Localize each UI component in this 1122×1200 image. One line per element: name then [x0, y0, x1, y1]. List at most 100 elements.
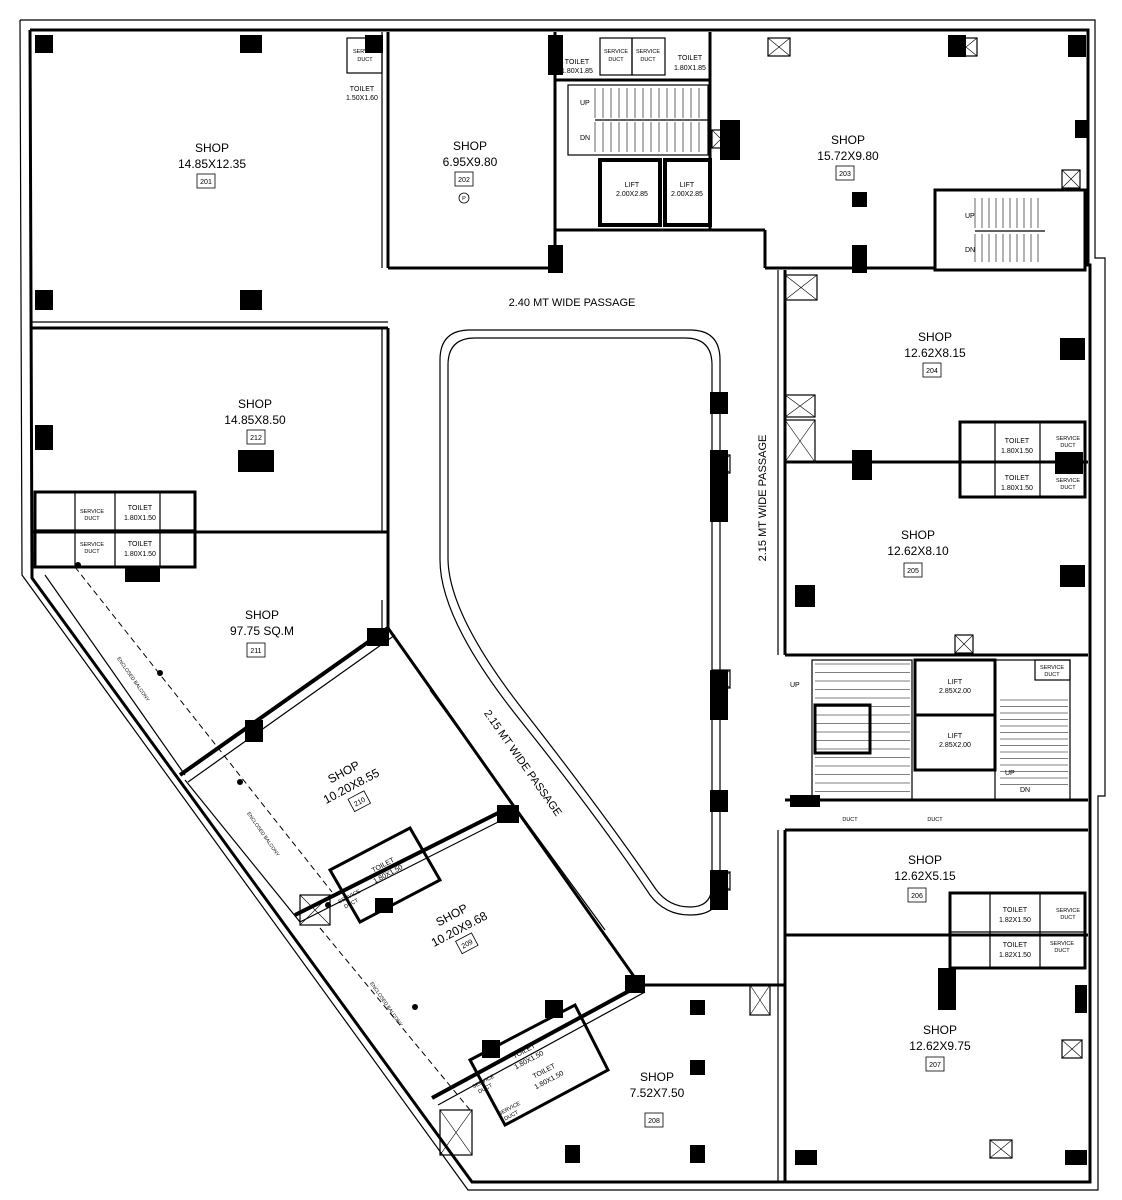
duct-label: DUCT: [927, 817, 943, 823]
service-duct-label: SERVICE: [80, 509, 104, 515]
balcony-dots: [75, 562, 418, 1010]
shop-number: 210: [353, 797, 367, 809]
service-duct-label: DUCT: [1060, 485, 1076, 491]
toilet-label: TOILET: [678, 55, 703, 62]
stair-dn-label-2: DN: [965, 247, 975, 254]
stair-right-lower: UP DN: [1000, 699, 1068, 794]
shop-dim: 15.72X9.80: [817, 149, 879, 163]
passage-diagonal-label: 2.15 MT WIDE PASSAGE: [481, 708, 564, 819]
passage-right-label: 2.15 MT WIDE PASSAGE: [757, 435, 769, 562]
shop-number: 204: [926, 368, 938, 375]
lifts: LIFT 2.00X2.85 LIFT 2.00X2.85 LIFT 2.85X…: [598, 158, 971, 749]
shop-title: SHOP: [640, 1070, 674, 1084]
shop-number: 208: [648, 1118, 660, 1125]
lift-3-dim: 2.85X2.00: [939, 688, 971, 695]
service-duct-label: SERVICE: [353, 49, 377, 55]
service-ducts: SERVICE DUCT SERVICE DUCT SERVICE DUCT S…: [80, 37, 1080, 1122]
shop-title: SHOP: [918, 330, 952, 344]
service-duct-label: DUCT: [1060, 915, 1076, 921]
shop-dim: 14.85X12.35: [178, 157, 246, 171]
shop-number: 203: [839, 171, 851, 178]
toilet-label: TOILET: [1003, 907, 1028, 914]
shop-212: SHOP 14.85X8.50 212: [224, 397, 286, 445]
shop-206: SHOP 12.62X5.15 206: [894, 853, 956, 903]
shop-number: 201: [200, 179, 212, 186]
service-duct-label: DUCT: [1054, 948, 1070, 954]
service-duct-label: SERVICE: [1050, 941, 1074, 947]
service-duct-label: DUCT: [640, 57, 656, 63]
balcony-lines: [44, 566, 471, 1111]
central-atrium-inner: [447, 337, 713, 908]
toilet-label: TOILET: [1005, 475, 1030, 482]
stair-up-label-2: UP: [965, 213, 975, 220]
shop-dim: 12.62X8.10: [887, 544, 949, 558]
shop-204: SHOP 12.62X8.15 204: [904, 330, 966, 378]
stair-up-label-3: UP: [790, 682, 800, 689]
central-atrium: [439, 329, 721, 916]
shop-number: 205: [907, 568, 919, 575]
stair-dn-label: DN: [580, 135, 590, 142]
shop-dim: 6.95X9.80: [443, 155, 498, 169]
service-duct-label: DUCT: [84, 516, 100, 522]
shop-title: SHOP: [923, 1023, 957, 1037]
shop-202: SHOP 6.95X9.80 202 P: [443, 139, 498, 204]
service-duct-label: DUCT: [84, 549, 100, 555]
outer-walls: [19, 19, 1106, 1191]
shaft-boxes: [299, 37, 1084, 1159]
shop-dim: 97.75 SQ.M: [230, 624, 294, 638]
service-duct-label: SERVICE: [636, 49, 660, 55]
stair-left-core: UP DN: [567, 84, 709, 156]
shop-title: SHOP: [238, 397, 272, 411]
shop-title: SHOP: [245, 608, 279, 622]
shop-dim: 7.52X7.50: [630, 1086, 685, 1100]
shop-201: SHOP 14.85X12.35 201: [178, 141, 246, 189]
service-duct-label: SERVICE: [1056, 908, 1080, 914]
lift-3-label: LIFT: [948, 679, 963, 686]
toilet-dim: 1.82X1.50: [999, 952, 1031, 959]
toilet-dim: 1.80X1.50: [124, 551, 156, 558]
shop-title: SHOP: [831, 133, 865, 147]
lift-1-label: LIFT: [625, 182, 640, 189]
service-duct-label: DUCT: [357, 57, 373, 63]
toilet-dim: 1.80X1.50: [1001, 448, 1033, 455]
service-duct-label: SERVICE: [1056, 478, 1080, 484]
shop-207: SHOP 12.62X9.75 207: [909, 1023, 971, 1072]
stair-dn-label-4: DN: [1020, 787, 1030, 794]
toilet-dim: 1.80X1.85: [674, 65, 706, 72]
balcony-label: ENCLOSED BALCONY: [115, 656, 151, 703]
service-duct-label: DUCT: [1060, 443, 1076, 449]
stair-right-mid: UP: [790, 663, 910, 792]
toilet-dim: 1.80X1.50: [124, 515, 156, 522]
stair-right-top: UP DN: [965, 198, 1045, 262]
shop-dim: 12.62X8.15: [904, 346, 966, 360]
toilet-label: TOILET: [1005, 438, 1030, 445]
lift-2-dim: 2.00X2.85: [671, 191, 703, 198]
toilet-label: TOILET: [128, 505, 153, 512]
toilet-label: TOILET: [128, 541, 153, 548]
balcony-label: ENCLOSED BALCONY: [368, 981, 404, 1028]
toilet-dim: 1.80X1.85: [561, 68, 593, 75]
toilet-label: TOILET: [565, 59, 590, 66]
shop-203: SHOP 15.72X9.80 203: [817, 133, 879, 181]
duct-label: DUCT: [842, 817, 858, 823]
service-duct-label: SERVICE: [1056, 436, 1080, 442]
shop-number: 211: [250, 648, 261, 655]
lift-2-label: LIFT: [680, 182, 695, 189]
structural-columns: [35, 35, 1087, 1165]
shop-title: SHOP: [901, 528, 935, 542]
service-duct-label: DUCT: [1044, 672, 1060, 678]
toilet-dim: 1.80X1.50: [1001, 485, 1033, 492]
shop-210: SHOP 10.20X8.55 210: [321, 758, 382, 813]
shop-number: 212: [250, 435, 262, 442]
shop-title: SHOP: [453, 139, 487, 153]
balcony-label: ENCLOSED BALCONY: [245, 811, 281, 858]
parking-symbol: [458, 192, 470, 204]
shop-209: SHOP 10.20X9.68 209: [429, 901, 490, 955]
lift-4-label: LIFT: [948, 733, 963, 740]
shop-208: SHOP 7.52X7.50 208: [630, 1070, 685, 1128]
lift-4-dim: 2.85X2.00: [939, 742, 971, 749]
shop-205: SHOP 12.62X8.10 205: [887, 528, 949, 578]
stair-up-label: UP: [580, 100, 590, 107]
shop-dim: 12.62X5.15: [894, 869, 956, 883]
